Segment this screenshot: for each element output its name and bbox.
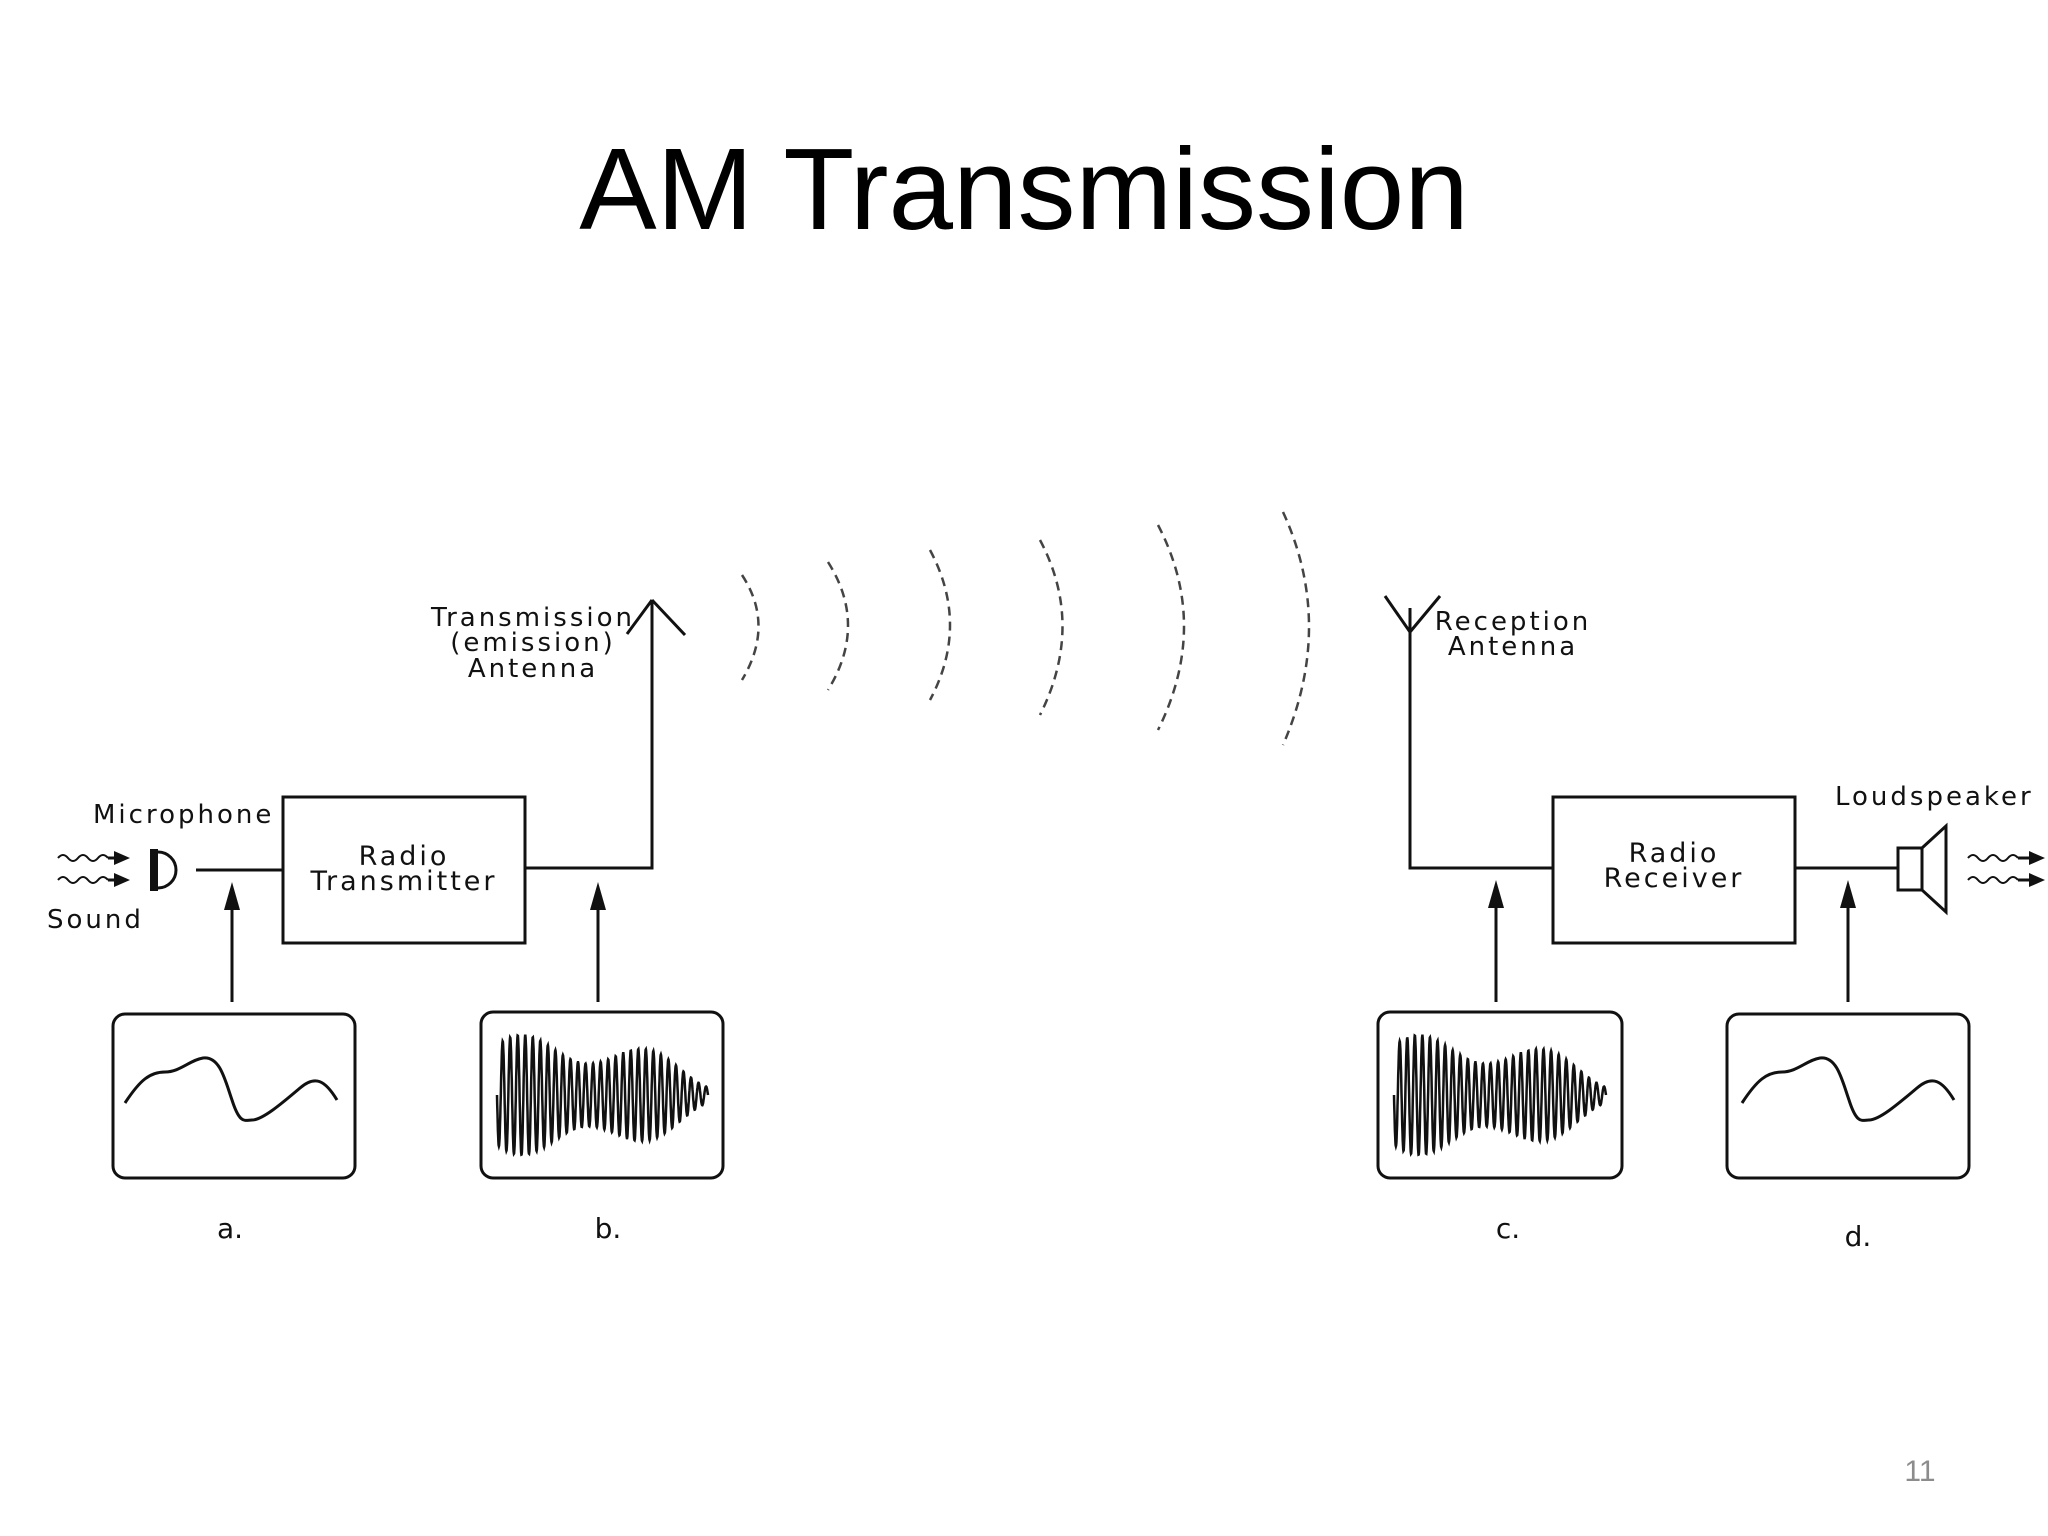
radio-transmitter-box: [281, 795, 527, 945]
radio-transmitter-label-line2: Transmitter: [309, 866, 497, 897]
caption-d: d.: [1845, 1220, 1872, 1253]
radio-receiver-label-line1: Radio: [1629, 838, 1720, 869]
waveform-box-b: [479, 1010, 725, 1180]
radio-waves: [740, 511, 1311, 746]
arrow-c: [1488, 880, 1504, 1002]
reception-antenna-label-line1: Reception: [1435, 607, 1592, 637]
arrow-d: [1840, 880, 1856, 1002]
transmission-antenna-label-line3: Antenna: [468, 654, 598, 684]
reception-antenna-label-line2: Antenna: [1448, 632, 1578, 662]
waveform-box-d: [1725, 1012, 1971, 1180]
arrow-b: [590, 882, 606, 1002]
waveform-box-c: [1376, 1010, 1624, 1180]
transmitter-feed-line: [525, 618, 654, 870]
microphone-icon: [150, 849, 283, 891]
slide-title: AM Transmission: [579, 124, 1469, 254]
transmission-antenna-icon: [625, 598, 687, 637]
sound-label: Sound: [47, 905, 144, 935]
transmission-antenna-label-line2: (emission): [450, 628, 616, 658]
loudspeaker-label: Loudspeaker: [1835, 782, 2034, 812]
caption-a: a.: [217, 1212, 243, 1245]
sound-in-icon: [57, 851, 130, 887]
transmission-antenna-label-line1: Transmission: [430, 603, 635, 633]
caption-c: c.: [1496, 1212, 1520, 1245]
audio-waveform-d: [1740, 1056, 1956, 1122]
radio-receiver-label-line2: Receiver: [1604, 863, 1745, 894]
radio-receiver-box: [1551, 795, 1797, 945]
am-waveform-c: [1392, 1033, 1608, 1158]
radio-transmitter-label-line1: Radio: [359, 841, 450, 872]
antenna-feed-line: [1408, 632, 1553, 870]
caption-b: b.: [595, 1212, 622, 1245]
loudspeaker-icon: [1896, 822, 1948, 916]
am-waveform-b: [495, 1033, 710, 1158]
page-number: 11: [1904, 1455, 1936, 1488]
arrow-a: [224, 882, 240, 1002]
microphone-label: Microphone: [93, 800, 274, 830]
reception-antenna-icon: [1383, 595, 1442, 633]
sound-out-icon: [1967, 851, 2045, 887]
waveform-box-a: [111, 1012, 357, 1180]
audio-waveform-a: [123, 1056, 339, 1122]
